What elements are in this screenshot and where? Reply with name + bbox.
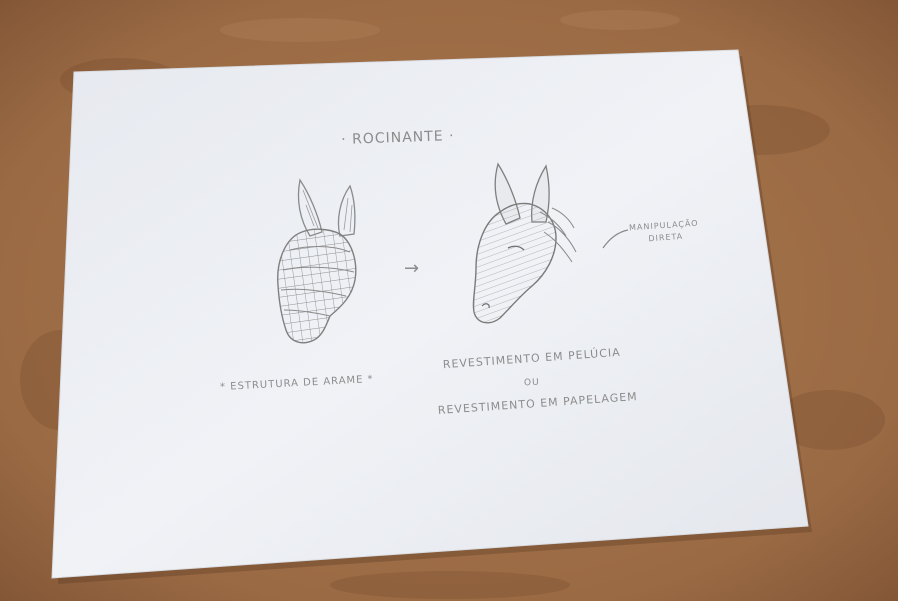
covering-or: OU: [524, 378, 540, 389]
transform-arrow: →: [404, 258, 420, 279]
